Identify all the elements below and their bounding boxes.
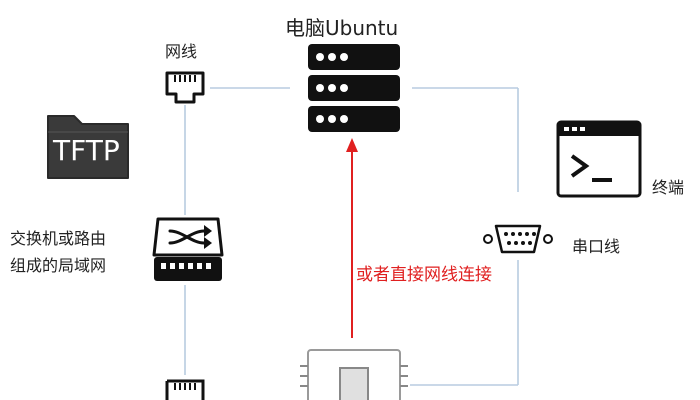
direct-link-label: 或者直接网线连接 [356,265,492,285]
switch-label-line2: 组成的局域网 [10,256,107,275]
tftp-folder: TFTP [44,112,132,182]
tftp-label: TFTP [53,134,120,167]
ethernet-port-icon [165,71,205,104]
serial-port-icon [483,224,553,254]
terminal-label: 终端 [652,178,685,197]
server-icon [308,44,400,132]
terminal-icon [556,120,642,198]
switch-label-line1: 交换机或路由 [10,229,107,248]
server-label: 电脑Ubuntu [285,16,399,40]
folder-icon [47,115,129,179]
ethernet-port-icon-bottom [165,379,205,400]
direct-link-arrow [346,138,358,338]
serial-label: 串口线 [572,237,621,256]
chip-icon [300,349,408,400]
network-switch-icon [152,217,224,281]
cable-top-label: 网线 [165,42,198,61]
